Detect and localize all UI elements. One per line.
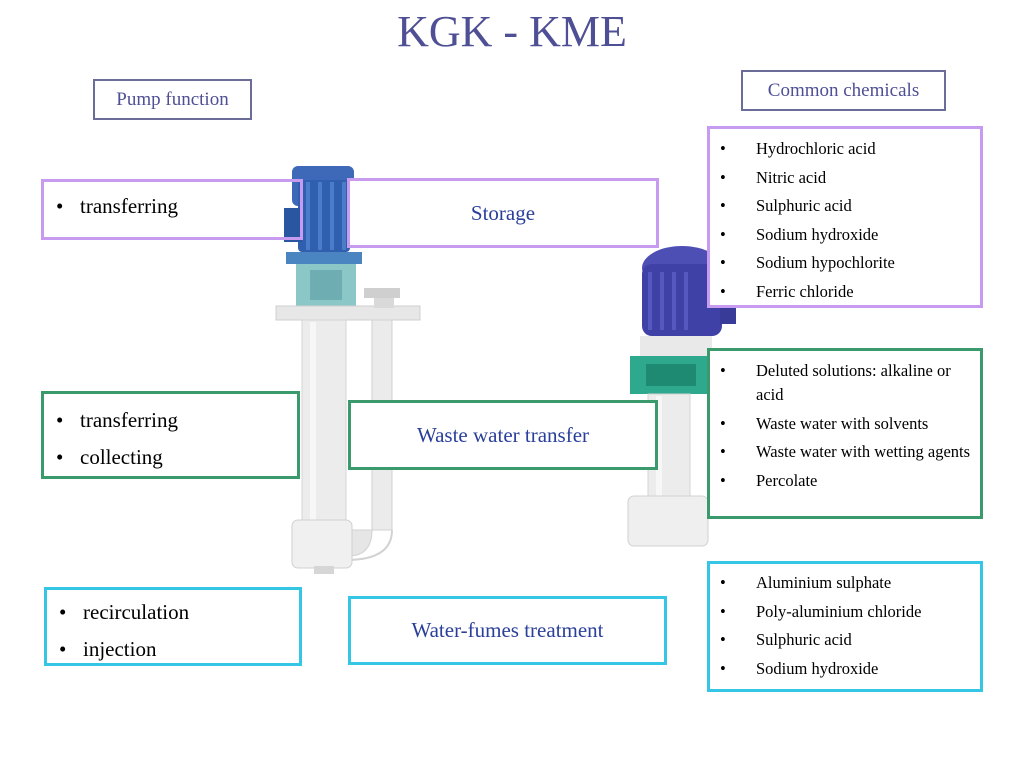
function-box-water-fumes: recirculation injection — [44, 587, 302, 668]
chemical-item: Percolate — [710, 469, 980, 493]
chemical-item: Waste water with solvents — [710, 412, 980, 436]
chemical-item: Poly-aluminium chloride — [710, 600, 980, 624]
vertical-pump-short-image — [627, 246, 736, 547]
chemical-item: Sulphuric acid — [710, 628, 980, 652]
chemical-item: Sodium hydroxide — [710, 657, 980, 681]
chemical-item: Nitric acid — [710, 166, 980, 190]
category-water-fumes-treatment: Water-fumes treatment — [348, 596, 667, 665]
function-box-storage: transferring — [41, 179, 303, 240]
function-item: injection — [47, 631, 299, 668]
chemical-item: Sulphuric acid — [710, 194, 980, 218]
vertical-pump-long-image — [275, 166, 421, 574]
chemical-item: Deluted solutions: alkaline or acid — [710, 359, 980, 407]
chemical-item: Hydrochloric acid — [710, 137, 980, 161]
common-chemicals-header: Common chemicals — [741, 70, 946, 111]
page-title: KGK - KME — [397, 7, 627, 56]
pump-function-header: Pump function — [93, 79, 252, 120]
chemical-item: Waste water with wetting agents — [710, 440, 980, 464]
chemicals-box-waste-water: Deluted solutions: alkaline or acid Wast… — [707, 348, 983, 519]
category-storage: Storage — [347, 178, 659, 248]
function-item: collecting — [44, 439, 297, 476]
function-item: transferring — [44, 402, 297, 439]
chemical-item: Sodium hydroxide — [710, 223, 980, 247]
chemical-item: Ferric chloride — [710, 280, 980, 304]
chemical-item: Aluminium sulphate — [710, 571, 980, 595]
chemicals-box-water-fumes: Aluminium sulphate Poly-aluminium chlori… — [707, 561, 983, 692]
function-item: recirculation — [47, 594, 299, 631]
chemicals-box-storage: Hydrochloric acid Nitric acid Sulphuric … — [707, 126, 983, 308]
category-waste-water-transfer: Waste water transfer — [348, 400, 658, 470]
function-box-waste-water: transferring collecting — [41, 391, 300, 479]
function-item: transferring — [44, 188, 300, 225]
chemical-item: Sodium hypochlorite — [710, 251, 980, 275]
